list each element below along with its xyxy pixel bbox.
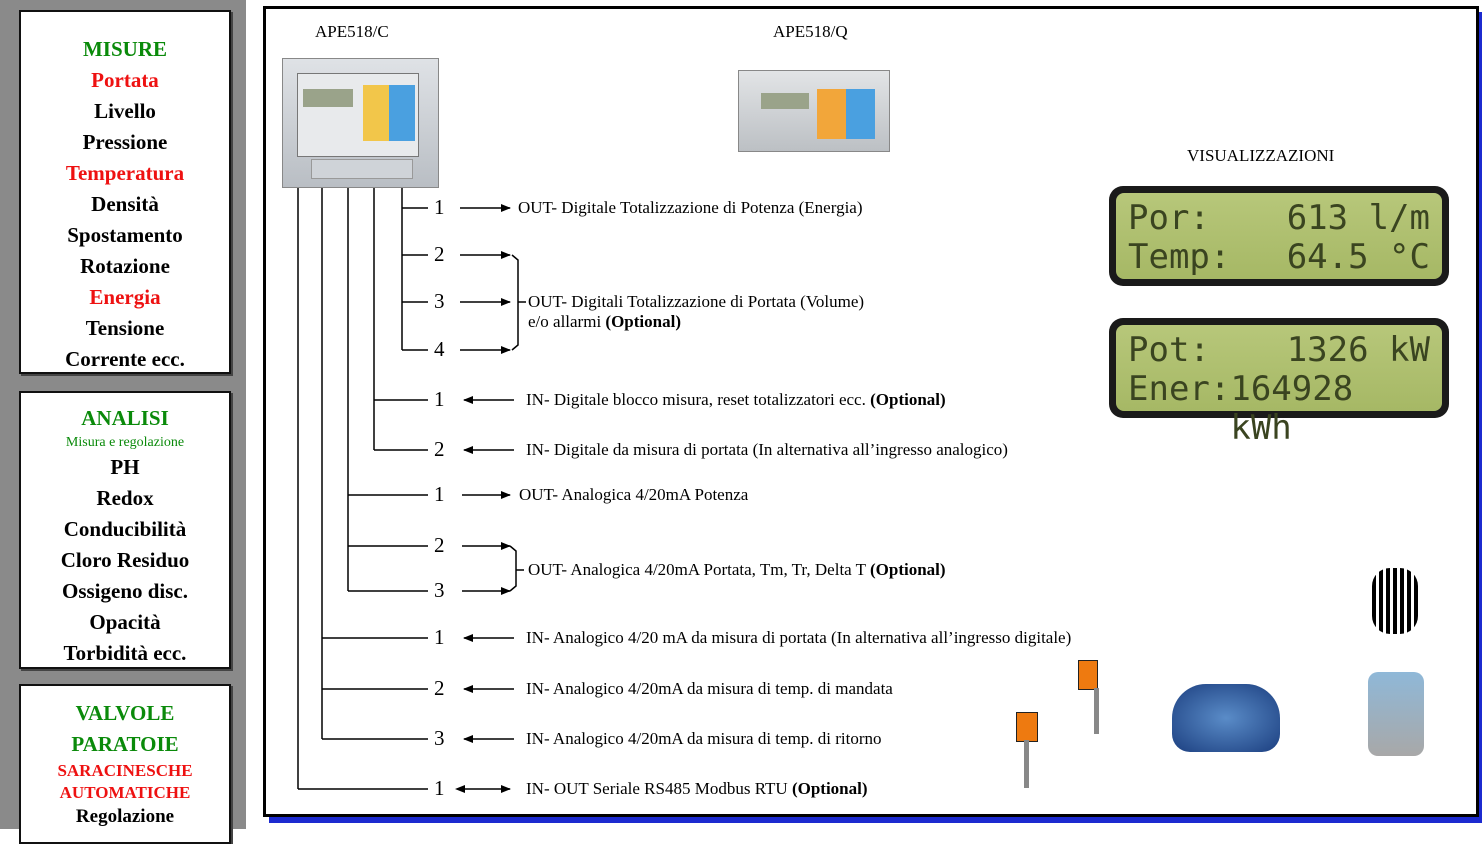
misure-item-densita[interactable]: Densità [91,192,159,216]
terminal-number: 2 [434,676,445,700]
optional-tag: (Optional) [605,312,681,331]
misure-box: MISURE Portata Livello Pressione Tempera… [19,10,231,374]
temperature-probe-image [1078,660,1098,690]
label-in-blocco: IN- Digitale blocco misura, reset totali… [526,390,946,409]
lcd2-row2-value: 164928 kWh [1230,369,1354,448]
lcd2-row1-value: 1326 kW [1286,330,1430,370]
terminal-number: 4 [434,337,445,361]
analisi-item-ph[interactable]: PH [110,455,140,479]
lcd1-row2-value: 64.5 °C [1286,237,1430,277]
analisi-item-cloro[interactable]: Cloro Residuo [60,548,190,572]
misure-item-energia[interactable]: Energia [89,285,161,309]
terminal-number: 2 [434,242,445,266]
analisi-heading: ANALISI [81,406,169,430]
temperature-probe-stem [1094,688,1099,734]
lcd-display-1: Por: 613 l/m Temp: 64.5 °C [1109,186,1449,286]
lcd1-row1-label: Por: [1128,198,1210,238]
misure-heading: MISURE [82,37,167,61]
ape518q-label: APE518/Q [773,22,848,41]
lcd1-row2-label: Temp: [1128,237,1231,277]
analisi-subheading: Misura e regolazione [65,435,185,450]
terminal-number: 3 [434,578,445,602]
lcd2-row1-label: Pot: [1128,330,1210,370]
label-out-potenza: OUT- Analogica 4/20mA Potenza [519,485,749,504]
valvole-box: VALVOLE PARATOIE SARACINESCHE AUTOMATICH… [19,684,231,844]
label-in-ritorno: IN- Analogico 4/20mA da misura di temp. … [526,729,882,748]
temperature-probe-stem [1024,740,1029,788]
valvole-heading[interactable]: VALVOLE [75,701,175,725]
optional-tag: (Optional) [791,779,868,798]
terminal-number: 3 [434,289,445,313]
analisi-item-redox[interactable]: Redox [96,486,154,510]
misure-item-spostamento[interactable]: Spostamento [67,223,183,247]
lcd-display-2: Pot: 1326 kW Ener:164928 kWh [1109,318,1449,448]
label-out-volume: OUT- Digitali Totalizzazione di Portata … [528,292,865,311]
pressure-transmitter-image [1368,672,1424,756]
terminal-number: 1 [434,387,445,411]
terminal-number: 1 [434,482,445,506]
label-out-energia: OUT- Digitale Totalizzazione di Potenza … [518,198,863,217]
analisi-box: ANALISI Misura e regolazione PH Redox Co… [19,391,231,669]
optional-tag: (Optional) [870,560,946,579]
paratoie-heading[interactable]: PARATOIE [71,732,179,756]
lcd2-row2-label: Ener: [1128,369,1231,409]
analisi-item-opacita[interactable]: Opacità [89,610,161,634]
ape518q-device-image [738,70,890,152]
saracinesche-heading[interactable]: SARACINESCHE [57,761,193,780]
misure-item-temperatura[interactable]: Temperatura [65,161,185,185]
label-in-analog-portata: IN- Analogico 4/20 mA da misura di porta… [526,628,1072,647]
automatiche-heading[interactable]: AUTOMATICHE [59,783,191,802]
misure-item-pressione[interactable]: Pressione [82,130,168,154]
terminal-number: 1 [434,195,445,219]
misure-item-corrente[interactable]: Corrente ecc. [65,347,185,371]
label-in-portata-digitale: IN- Digitale da misura di portata (In al… [526,440,1008,459]
misure-item-portata[interactable]: Portata [91,68,159,92]
optional-tag: (Optional) [870,390,946,409]
terminal-number: 3 [434,726,445,750]
analisi-item-conducibilita[interactable]: Conducibilità [63,517,187,541]
label-in-mandata: IN- Analogico 4/20mA da misura di temp. … [526,679,893,698]
terminal-number: 1 [434,625,445,649]
ape518c-device-image [282,58,439,188]
analisi-item-ossigeno[interactable]: Ossigeno disc. [61,579,189,603]
regolazione-item[interactable]: Regolazione [75,806,175,827]
analisi-item-torbidita[interactable]: Torbidità ecc. [63,641,187,665]
misure-item-rotazione[interactable]: Rotazione [80,254,170,278]
water-meter-image [1172,684,1280,752]
ape518c-label: APE518/C [315,22,389,41]
misure-item-livello[interactable]: Livello [94,99,156,123]
visualizzazioni-title: VISUALIZZAZIONI [1187,146,1335,165]
lcd1-row1-value: 613 l/m [1286,198,1430,238]
label-out-volume-allarmi: e/o allarmi (Optional) [528,312,681,331]
misure-item-tensione[interactable]: Tensione [85,316,165,340]
sidebar: MISURE Portata Livello Pressione Tempera… [0,0,246,844]
label-out-analogica: OUT- Analogica 4/20mA Portata, Tm, Tr, D… [528,560,946,579]
label-seriale: IN- OUT Seriale RS485 Modbus RTU (Option… [526,779,868,798]
terminal-number: 2 [434,533,445,557]
temperature-probe-image [1016,712,1038,742]
terminal-number: 1 [434,776,445,800]
flow-sensor-drawing [1372,568,1418,634]
terminal-number: 2 [434,437,445,461]
